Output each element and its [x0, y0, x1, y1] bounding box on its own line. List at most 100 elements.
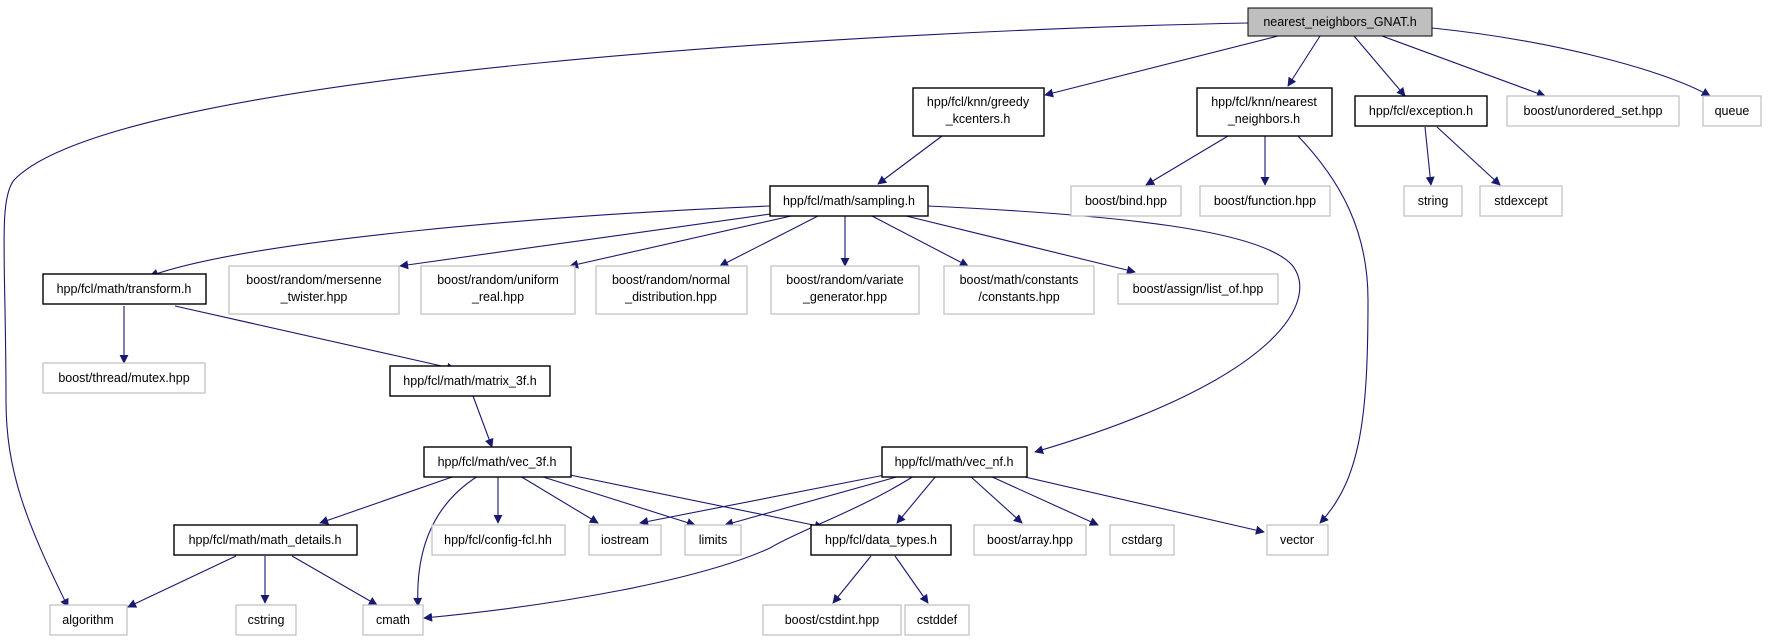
- node-label: algorithm: [62, 613, 113, 627]
- node-label-line-1: boost/math/constants: [960, 273, 1079, 287]
- node-sampling[interactable]: hpp/fcl/math/sampling.h: [769, 185, 929, 217]
- node-label-line-1: boost/random/normal: [612, 273, 730, 287]
- edge-math-details-cmath: [291, 555, 378, 606]
- node-label: hpp/fcl/math/matrix_3f.h: [403, 374, 536, 388]
- edge-exception-stdexcept: [1436, 126, 1501, 186]
- edge-knn-bind: [1145, 135, 1229, 186]
- edge-root-queue: [1431, 27, 1711, 97]
- node-cstddef[interactable]: cstddef: [904, 604, 970, 636]
- edge-root-greedy-kcenters: [1044, 35, 1279, 98]
- edge-math-details-algorithm: [127, 555, 237, 608]
- edge-vecnf-data-types: [896, 475, 937, 524]
- node-label: boost/bind.hpp: [1085, 194, 1167, 208]
- node-label-line-1: boost/random/mersenne: [246, 273, 382, 287]
- node-label: hpp/fcl/data_types.h: [825, 533, 937, 547]
- edge-vec3f-data-types: [564, 473, 824, 530]
- node-boost-function[interactable]: boost/function.hpp: [1199, 185, 1331, 217]
- node-boost-bind[interactable]: boost/bind.hpp: [1070, 185, 1182, 217]
- node-knn-nearest-neighbors[interactable]: hpp/fcl/knn/nearest _neighbors.h: [1196, 87, 1333, 137]
- node-label: nearest_neighbors_GNAT.h: [1263, 15, 1416, 29]
- node-normal-distribution[interactable]: boost/random/normal _distribution.hpp: [595, 265, 748, 315]
- node-math-details[interactable]: hpp/fcl/math/math_details.h: [173, 524, 358, 556]
- node-label-line-2: _twister.hpp: [280, 290, 348, 304]
- edge-data-types-cstddef: [894, 555, 929, 604]
- node-label: hpp/fcl/math/vec_3f.h: [438, 455, 557, 469]
- node-label: boost/thread/mutex.hpp: [58, 371, 189, 385]
- node-list-of[interactable]: boost/assign/list_of.hpp: [1117, 273, 1279, 305]
- node-root[interactable]: nearest_neighbors_GNAT.h: [1247, 7, 1433, 37]
- node-label: hpp/fcl/config-fcl.hh: [444, 533, 552, 547]
- node-unordered-set[interactable]: boost/unordered_set.hpp: [1506, 95, 1680, 127]
- nodes: nearest_neighbors_GNAT.h hpp/fcl/knn/gre…: [42, 7, 1762, 636]
- edge-transform-matrix-3f: [174, 305, 456, 372]
- edge-sampling-list-of: [897, 213, 1136, 275]
- node-exception[interactable]: hpp/fcl/exception.h: [1354, 95, 1488, 127]
- node-boost-array[interactable]: boost/array.hpp: [973, 524, 1087, 556]
- node-label-line-2: _generator.hpp: [802, 290, 887, 304]
- edge-vecnf-vector: [1011, 473, 1265, 535]
- node-mersenne-twister[interactable]: boost/random/mersenne _twister.hpp: [228, 265, 400, 315]
- edge-sampling-vec-nf: [927, 205, 1301, 455]
- node-label-line-2: _real.hpp: [471, 290, 524, 304]
- node-label: string: [1418, 194, 1449, 208]
- node-label-line-2: _neighbors.h: [1227, 112, 1300, 126]
- node-matrix-3f[interactable]: hpp/fcl/math/matrix_3f.h: [389, 365, 551, 397]
- edge-vec3f-math-details: [319, 475, 456, 525]
- edge-vecnf-boost-array: [969, 475, 1023, 524]
- node-uniform-real[interactable]: boost/random/uniform _real.hpp: [420, 265, 576, 315]
- node-transform[interactable]: hpp/fcl/math/transform.h: [42, 273, 207, 305]
- node-config-fcl[interactable]: hpp/fcl/config-fcl.hh: [431, 524, 566, 556]
- node-label: hpp/fcl/math/sampling.h: [783, 194, 915, 208]
- node-cstring[interactable]: cstring: [235, 604, 297, 636]
- node-label-line-2: /constants.hpp: [978, 290, 1059, 304]
- node-greedy-kcenters[interactable]: hpp/fcl/knn/greedy _kcenters.h: [912, 87, 1045, 137]
- edge-sampling-constants: [871, 215, 969, 267]
- edge-sampling-normal: [719, 215, 819, 267]
- edge-sampling-mersenne: [399, 211, 786, 270]
- node-math-constants[interactable]: boost/math/constants /constants.hpp: [943, 265, 1095, 315]
- node-vec-nf[interactable]: hpp/fcl/math/vec_nf.h: [881, 446, 1028, 478]
- node-label-line-1: boost/random/variate: [786, 273, 903, 287]
- node-data-types[interactable]: hpp/fcl/data_types.h: [810, 524, 952, 556]
- node-queue[interactable]: queue: [1702, 95, 1762, 127]
- node-vector[interactable]: vector: [1266, 524, 1329, 556]
- node-label: hpp/fcl/math/math_details.h: [189, 533, 342, 547]
- edge-exception-string: [1424, 126, 1435, 186]
- node-label: limits: [699, 533, 727, 547]
- edge-vecnf-cmath: [423, 475, 915, 622]
- edge-vecnf-iostream: [639, 473, 891, 526]
- edge-vec3f-iostream: [519, 475, 599, 524]
- edge-matrix-vec-3f: [472, 395, 494, 448]
- node-label: boost/cstdint.hpp: [785, 613, 880, 627]
- node-label: hpp/fcl/math/transform.h: [57, 282, 192, 296]
- node-thread-mutex[interactable]: boost/thread/mutex.hpp: [42, 362, 206, 394]
- node-label: queue: [1715, 104, 1750, 118]
- node-label-line-2: _distribution.hpp: [624, 290, 717, 304]
- node-label-line-1: boost/random/uniform: [437, 273, 559, 287]
- node-label: cstring: [248, 613, 285, 627]
- node-algorithm[interactable]: algorithm: [49, 604, 128, 636]
- node-cmath[interactable]: cmath: [362, 604, 424, 636]
- edge-vecnf-cstdarg: [989, 475, 1099, 526]
- node-label: cstdarg: [1122, 533, 1163, 547]
- node-cstdint[interactable]: boost/cstdint.hpp: [762, 604, 902, 636]
- node-limits[interactable]: limits: [684, 524, 742, 556]
- node-iostream[interactable]: iostream: [588, 524, 662, 556]
- node-string[interactable]: string: [1403, 185, 1463, 217]
- edge-root-knn-nearest: [1287, 35, 1321, 87]
- edge-vecnf-limits: [724, 475, 901, 528]
- node-vec-3f[interactable]: hpp/fcl/math/vec_3f.h: [423, 446, 572, 478]
- node-label: boost/assign/list_of.hpp: [1133, 282, 1264, 296]
- node-label: hpp/fcl/exception.h: [1369, 104, 1473, 118]
- node-label: cmath: [376, 613, 410, 627]
- edge-data-types-cstdint: [832, 555, 872, 604]
- node-label: hpp/fcl/math/vec_nf.h: [895, 455, 1014, 469]
- edge-root-unordered-set: [1381, 35, 1546, 98]
- node-label: iostream: [601, 533, 649, 547]
- edge-knn-vector: [1297, 135, 1369, 524]
- node-stdexcept[interactable]: stdexcept: [1479, 185, 1563, 217]
- edge-root-algorithm: [3, 22, 1249, 608]
- node-cstdarg[interactable]: cstdarg: [1109, 524, 1175, 556]
- node-variate-generator[interactable]: boost/random/variate _generator.hpp: [770, 265, 920, 315]
